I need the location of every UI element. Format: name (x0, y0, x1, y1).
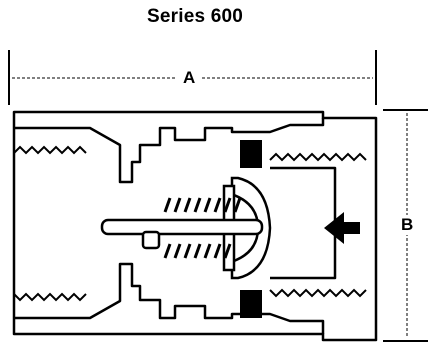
valve-stem (100, 218, 264, 250)
pipe-threads (13, 145, 367, 302)
dimension-a-label: A (177, 68, 202, 88)
thread-left-lower (13, 292, 87, 302)
upper-passage (14, 118, 325, 184)
spring (163, 197, 242, 259)
lower-passage (14, 262, 325, 334)
diagram-title: Series 600 (146, 6, 244, 27)
stem-guide-block (141, 230, 161, 250)
thread-right-lower (269, 288, 367, 298)
seal-lower (240, 290, 262, 318)
arrow-left-icon (324, 212, 360, 244)
dimension-b-label: B (397, 215, 418, 235)
seat-seals (240, 140, 262, 318)
thread-left-upper (13, 145, 87, 155)
thread-right-upper (269, 152, 367, 162)
seal-upper (240, 140, 262, 168)
